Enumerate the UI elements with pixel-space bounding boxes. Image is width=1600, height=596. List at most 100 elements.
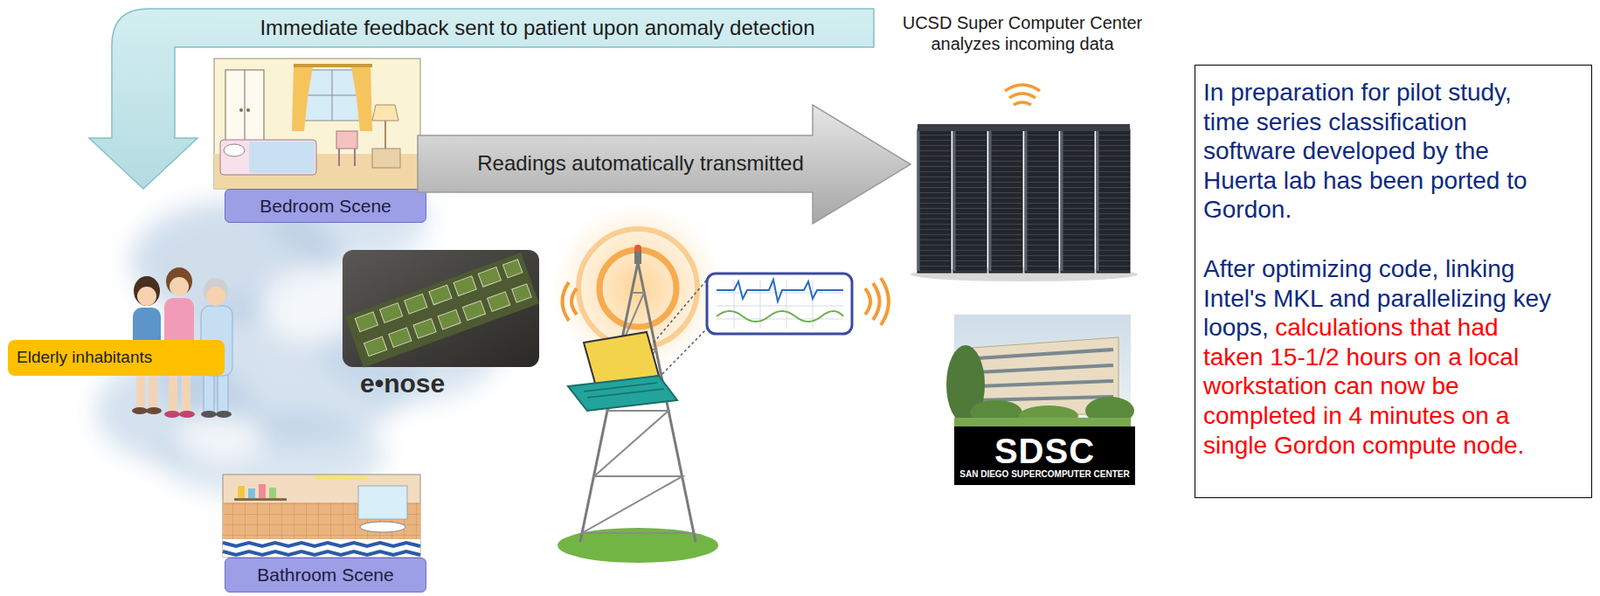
elderly-people-figures (131, 407, 148, 415)
e-nose-sensor-photo (512, 283, 532, 303)
sdsc-building-photo (946, 314, 1135, 427)
signal-chart-callout (716, 279, 844, 302)
elderly-people-figures (179, 410, 195, 418)
elderly-people-figures (164, 410, 181, 418)
text-area: Immediate feedback sent to patient upon … (200, 8, 874, 48)
text-group: In preparation for pilot study, time ser… (1203, 77, 1553, 225)
supercomputer-racks (1096, 129, 1130, 273)
scene-label: Bedroom Scene (259, 195, 392, 216)
supercomputer-racks (910, 124, 1138, 282)
e-nose-sensor-photo (380, 303, 403, 324)
radio-tower (634, 249, 642, 264)
arrow-label: Readings automatically transmitted (477, 151, 804, 175)
supercomputer-racks (918, 131, 1098, 271)
signal-chart-callout (716, 311, 844, 322)
signal-chart-callout (716, 279, 844, 329)
radio-tower (634, 244, 642, 252)
sdsc-building-photo (976, 349, 1114, 401)
e-nose-sensor-photo (404, 293, 428, 314)
e-nose-logo: e•nose (360, 368, 445, 400)
e-nose-sensor-photo (502, 259, 522, 278)
e-nose-sensor-photo (345, 252, 540, 368)
scene-label: Bathroom Scene (256, 564, 394, 585)
radio-tower (599, 249, 677, 327)
arrow-label: Immediate feedback sent to patient upon … (259, 15, 815, 40)
bedroom-scene-picture (225, 69, 264, 151)
elderly-people-figures (145, 407, 162, 415)
feedback-arrow-outline (89, 8, 874, 189)
e-nose-sensor-photo (437, 309, 461, 330)
text-group: SDSC (994, 432, 1095, 470)
signal-chart-callout (706, 273, 852, 334)
text-group: Readings automatically transmitted (477, 151, 804, 177)
bedroom-scene-picture (214, 58, 421, 189)
bedroom-scene-picture (384, 120, 387, 149)
people-label: Elderly inhabitants (16, 347, 153, 367)
bathroom-scene-picture (237, 485, 245, 499)
bathroom-scene-picture (358, 485, 408, 520)
laptop-icon (662, 328, 707, 375)
bathroom-scene-picture (234, 498, 287, 501)
laptop-icon (653, 279, 707, 343)
laptop-icon (567, 279, 707, 411)
logo-text: SDSC (994, 432, 1095, 470)
scene-label-box: Bedroom Scene (224, 188, 427, 223)
bedroom-scene-picture (338, 148, 340, 167)
supercomputer-racks (953, 129, 987, 273)
text-group: Immediate feedback sent to patient upon … (259, 15, 815, 42)
note-box: In preparation for pilot study, time ser… (1194, 64, 1593, 499)
bedroom-scene-picture (223, 144, 245, 157)
radio-tower (578, 228, 698, 348)
text-area: Readings automatically transmitted (452, 135, 829, 193)
e-nose-sensor-photo (413, 318, 437, 340)
text-group: Bathroom Scene (256, 563, 394, 586)
text-group: Bedroom Scene (259, 194, 392, 217)
e-nose-sensor-photo (453, 276, 477, 297)
supercomputer-racks (1025, 129, 1059, 273)
laptop-icon (567, 375, 678, 411)
e-nose-sensor-photo (345, 252, 540, 368)
supercomputer-racks (1060, 129, 1095, 273)
bathroom-scene-picture (248, 488, 256, 499)
bedroom-scene-picture (353, 148, 356, 167)
note-text: In preparation for pilot study, time ser… (1203, 78, 1527, 223)
bedroom-scene-picture (214, 58, 421, 189)
supercomputer-racks (917, 129, 951, 273)
bedroom-scene-picture (249, 141, 315, 174)
bedroom-scene-picture (239, 108, 243, 112)
bedroom-scene-picture (220, 139, 317, 175)
elderly-people-figures (215, 410, 232, 418)
wifi-symbol (1004, 84, 1040, 105)
supercomputer-racks (917, 124, 1130, 132)
bathroom-scene-picture (222, 542, 421, 547)
e-nose-sensor-photo (342, 249, 540, 368)
elderly-people-figures (133, 276, 160, 306)
radio-tower (581, 292, 694, 534)
bedroom-scene-picture (291, 66, 313, 132)
bathroom-scene-picture (258, 484, 266, 499)
text-group: SAN DIEGO SUPERCOMPUTER CENTER (959, 469, 1130, 480)
people-label-box: Elderly inhabitants (7, 339, 225, 376)
e-nose-sensor-photo (364, 336, 388, 357)
e-nose-sensor-photo (388, 327, 412, 348)
e-nose-sensor-photo (342, 249, 540, 368)
bedroom-scene-picture (301, 95, 363, 97)
bathroom-scene-picture (222, 474, 421, 557)
bedroom-scene-picture (244, 69, 246, 151)
e-nose-sensor-photo (354, 311, 378, 333)
cloud-haze (174, 415, 263, 459)
elderly-people-figures (137, 286, 157, 306)
bathroom-scene-picture (314, 476, 368, 480)
sdsc-building-photo (954, 417, 1131, 427)
signal-chart-callout (706, 273, 889, 334)
bathroom-scene-picture (269, 487, 277, 499)
text-group: After optimizing code, linking Intel's M… (1203, 254, 1553, 460)
laptop-icon (583, 382, 665, 398)
elderly-people-figures (200, 410, 217, 418)
elderly-people-figures (169, 277, 189, 297)
data-flow-arrow-outline (417, 104, 911, 224)
e-nose-sensor-photo (462, 300, 485, 321)
bedroom-scene-picture (372, 148, 401, 168)
supercomputer-racks (989, 129, 1023, 273)
bedroom-scene-picture (246, 108, 250, 112)
